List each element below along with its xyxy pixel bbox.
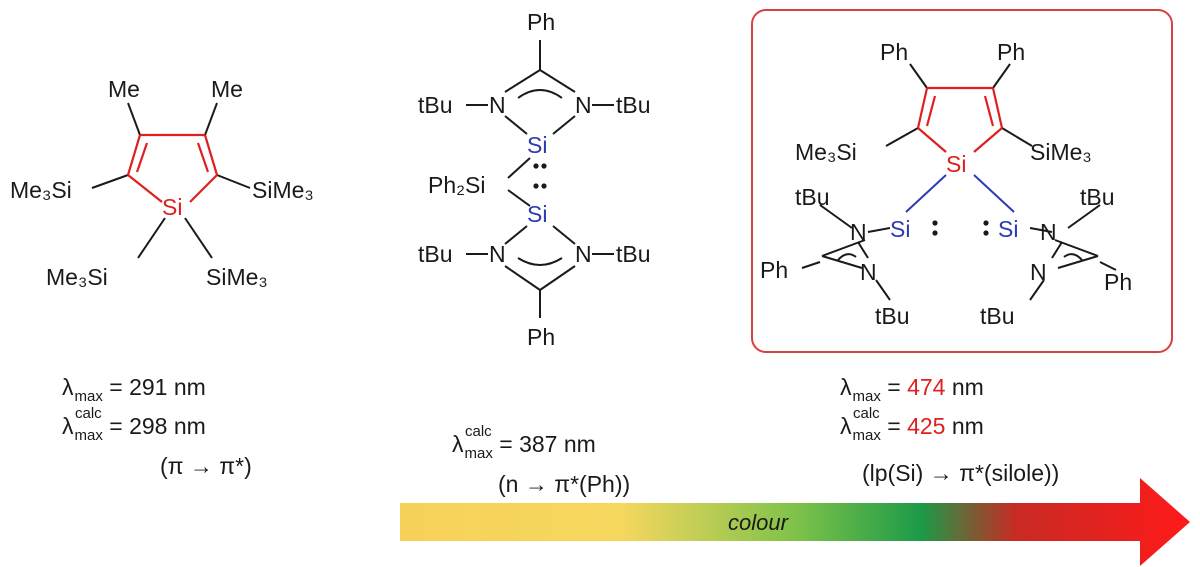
mol3-ph-right: Ph xyxy=(997,39,1025,65)
mol3-si-si-bonds xyxy=(905,174,1015,213)
mol1-si: Si xyxy=(162,194,182,220)
molecule-3-silole-bis-silylene: Ph Ph Me₃Si SiMe₃ Si tBu N Si N Ph tBu S… xyxy=(760,39,1132,329)
mol3-me3si: Me₃Si xyxy=(795,139,857,165)
colour-gradient-arrow xyxy=(400,478,1190,566)
mol1-sime3-bottom: SiMe₃ xyxy=(206,264,268,290)
mol1-bonds xyxy=(91,102,251,259)
mol3-lone-pairs xyxy=(932,220,989,236)
mol3-ph-amidine-right: Ph xyxy=(1104,269,1132,295)
mol1-me-left: Me xyxy=(108,76,140,102)
mol2-ph-bottom: Ph xyxy=(527,324,555,350)
mol2-ph2si: Ph₂Si xyxy=(428,172,486,198)
mol2-tbu-bottom-right: tBu xyxy=(616,241,651,267)
mol3-si-left: Si xyxy=(890,216,910,242)
mol3-tbu-bottom-left: tBu xyxy=(875,303,910,329)
mol3-tbu-bottom-right: tBu xyxy=(980,303,1015,329)
mol3-tbu-top-right: tBu xyxy=(1080,184,1115,210)
mol2-tbu-top-right: tBu xyxy=(616,92,651,118)
mol1-lambda-max: λmax = 291 nm xyxy=(62,374,206,405)
mol1-transition: (π → π*) xyxy=(160,453,252,479)
mol2-tbu-bottom-left: tBu xyxy=(418,241,453,267)
mol3-n-left-upper: N xyxy=(850,219,867,245)
mol3-n-left-lower: N xyxy=(860,259,877,285)
mol3-n-right-upper: N xyxy=(1040,219,1057,245)
mol2-n-top-left: N xyxy=(489,92,506,118)
mol3-n-right-lower: N xyxy=(1030,259,1047,285)
mol1-silole-ring xyxy=(126,133,219,203)
mol2-ph-top: Ph xyxy=(527,9,555,35)
mol2-n-top-right: N xyxy=(575,92,592,118)
mol1-me3si-left: Me₃Si xyxy=(10,177,72,203)
mol3-tbu-top-left: tBu xyxy=(795,184,830,210)
mol3-sime3: SiMe₃ xyxy=(1030,139,1092,165)
mol3-si-right: Si xyxy=(998,216,1018,242)
mol3-lambda-max: λmax = 474 nm xyxy=(840,374,984,405)
mol2-bonds xyxy=(466,40,614,318)
mol2-n-bottom-left: N xyxy=(489,241,506,267)
mol1-me-right: Me xyxy=(211,76,243,102)
mol3-transition: (lp(Si) → π*(silole)) xyxy=(862,460,1060,486)
mol3-si-center: Si xyxy=(946,151,966,177)
highlight-box xyxy=(751,9,1173,353)
mol2-n-bottom-right: N xyxy=(575,241,592,267)
mol3-ph-left: Ph xyxy=(880,39,908,65)
mol2-si-lower: Si xyxy=(527,201,547,227)
mol1-me3si-bottom: Me₃Si xyxy=(46,264,108,290)
mol1-sime3-right: SiMe₃ xyxy=(252,177,314,203)
mol2-transition: (n → π*(Ph)) xyxy=(498,471,631,497)
mol2-si-upper: Si xyxy=(527,132,547,158)
molecule-2-disilylene: Ph tBu N N tBu Si Ph₂Si Si tBu N N tBu P… xyxy=(418,9,651,350)
molecule-1-silole: Me Me Si Me₃Si SiMe₃ Me₃Si SiMe₃ xyxy=(10,76,314,290)
colour-arrow-label: colour xyxy=(728,510,788,535)
mol3-silole-ring xyxy=(916,86,1004,153)
mol3-bonds xyxy=(801,63,1117,301)
mol3-ph-amidine-left: Ph xyxy=(760,257,788,283)
mol2-tbu-top-left: tBu xyxy=(418,92,453,118)
mol2-lone-pairs xyxy=(533,163,547,189)
